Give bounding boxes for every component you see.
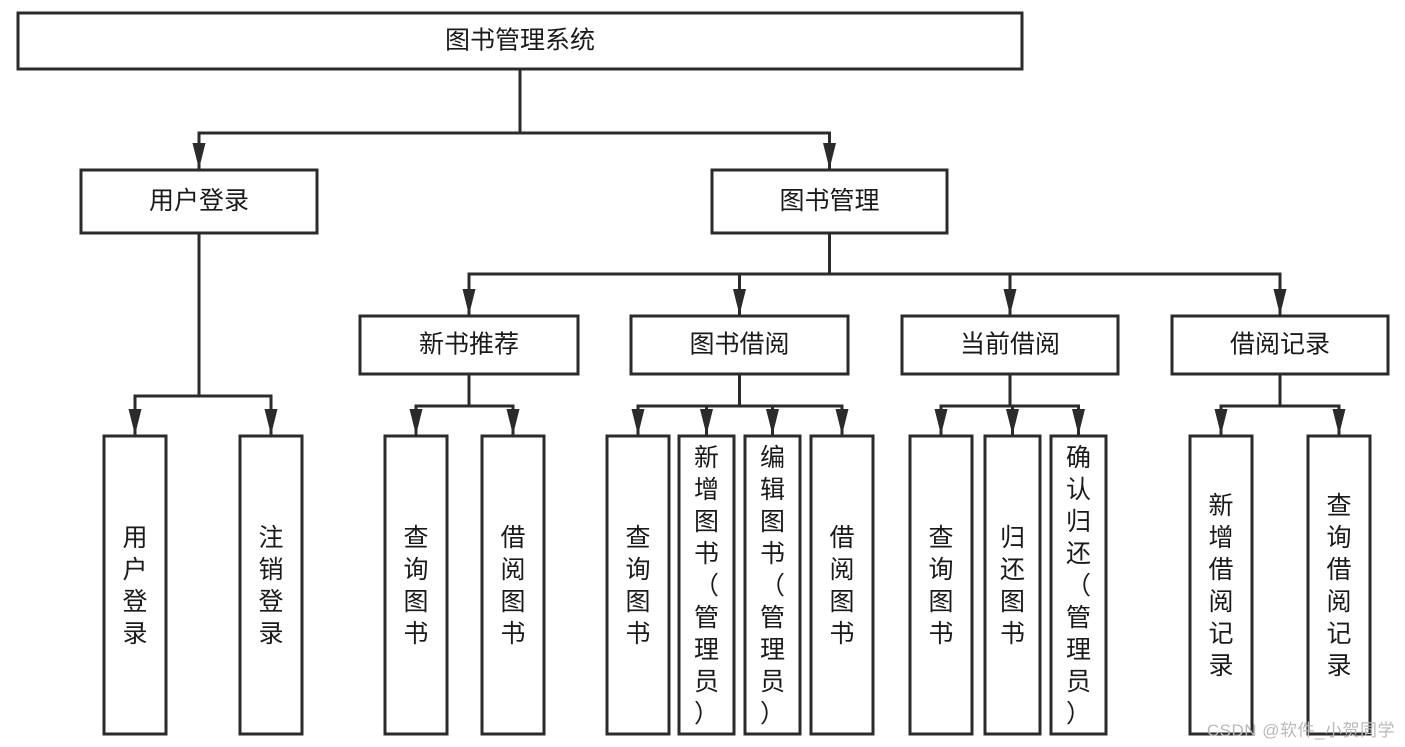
arrow-head-icon xyxy=(462,289,476,315)
arrow-head-icon xyxy=(128,409,142,435)
node-label: 归还图书 xyxy=(1000,524,1025,648)
leaf-node[interactable]: 查询图书 xyxy=(383,434,449,736)
level2-node-box[interactable] xyxy=(79,168,319,235)
arrow-head-icon xyxy=(506,409,520,435)
leaf-node-box[interactable] xyxy=(983,434,1042,736)
leaf-node[interactable]: 借阅图书 xyxy=(480,434,546,736)
arrow-head-icon xyxy=(1332,409,1346,435)
node-label: 新增图书（管理员） xyxy=(694,444,719,728)
connector-layer xyxy=(128,67,1346,436)
leaf-node-box[interactable] xyxy=(1306,434,1372,736)
leaf-node-box[interactable] xyxy=(238,434,304,736)
leaf-node[interactable]: 用户登录 xyxy=(102,434,168,736)
level3-node-box[interactable] xyxy=(900,314,1120,376)
level3-node-box[interactable] xyxy=(1170,314,1390,376)
arrow-head-icon xyxy=(631,409,645,435)
level3-node[interactable]: 当前借阅 xyxy=(900,314,1120,376)
level2-node[interactable]: 图书管理 xyxy=(710,168,949,235)
node-label: 查询图书 xyxy=(928,524,953,648)
level3-node[interactable]: 借阅记录 xyxy=(1170,314,1390,376)
arrow-head-icon xyxy=(1006,409,1019,435)
arrow-head-icon xyxy=(1072,409,1085,435)
arrow-head-icon xyxy=(409,409,423,435)
node-label: 图书管理 xyxy=(779,187,879,215)
leaf-node-box[interactable] xyxy=(809,434,875,736)
arrow-head-icon xyxy=(823,143,836,169)
arrow-head-icon xyxy=(1273,289,1287,315)
node-label: 新书推荐 xyxy=(419,331,519,359)
leaf-node-box[interactable] xyxy=(908,434,974,736)
node-label: 查询图书 xyxy=(403,524,428,648)
level3-node-box[interactable] xyxy=(629,314,850,376)
node-label: 新增借阅记录 xyxy=(1208,492,1233,680)
root-node-box[interactable] xyxy=(16,11,1024,71)
leaf-node[interactable]: 注销登录 xyxy=(238,434,304,736)
arrow-head-icon xyxy=(934,409,948,435)
node-label: 确认归还（管理员） xyxy=(1066,444,1091,728)
leaf-node-box[interactable] xyxy=(1049,434,1108,736)
leaf-node-box[interactable] xyxy=(383,434,449,736)
node-label: 当前借阅 xyxy=(960,331,1060,359)
node-label: 用户登录 xyxy=(149,187,249,215)
level3-node[interactable]: 新书推荐 xyxy=(358,314,580,376)
arrow-head-icon xyxy=(1003,289,1017,315)
leaf-node[interactable]: 新增图书（管理员） xyxy=(677,434,736,736)
leaf-node-box[interactable] xyxy=(605,434,671,736)
node-label: 图书借阅 xyxy=(689,331,789,359)
leaf-node-box[interactable] xyxy=(1188,434,1254,736)
node-label: 借阅图书 xyxy=(829,524,854,648)
leaf-node[interactable]: 查询图书 xyxy=(605,434,671,736)
leaf-node[interactable]: 确认归还（管理员） xyxy=(1049,434,1108,736)
arrow-head-icon xyxy=(700,409,713,435)
leaf-node[interactable]: 归还图书 xyxy=(983,434,1042,736)
level2-node-box[interactable] xyxy=(710,168,949,235)
root-node[interactable]: 图书管理系统 xyxy=(16,11,1024,71)
arrow-head-icon xyxy=(264,409,278,435)
leaf-node[interactable]: 编辑图书（管理员） xyxy=(743,434,802,736)
node-label: 查询借阅记录 xyxy=(1326,492,1351,680)
node-label: 用户登录 xyxy=(122,524,147,648)
leaf-node[interactable]: 借阅图书 xyxy=(809,434,875,736)
arrow-head-icon xyxy=(192,143,206,169)
node-label: 注销登录 xyxy=(258,524,283,648)
leaf-node[interactable]: 查询图书 xyxy=(908,434,974,736)
level3-node-box[interactable] xyxy=(358,314,580,376)
arrow-head-icon xyxy=(733,289,746,315)
node-label: 图书管理系统 xyxy=(445,27,595,55)
arrow-head-icon xyxy=(766,409,779,435)
leaf-node[interactable]: 查询借阅记录 xyxy=(1306,434,1372,736)
leaf-node-box[interactable] xyxy=(677,434,736,736)
node-label: 借阅记录 xyxy=(1230,331,1330,359)
arrow-head-icon xyxy=(1214,409,1228,435)
leaf-node[interactable]: 新增借阅记录 xyxy=(1188,434,1254,736)
node-label: 借阅图书 xyxy=(500,524,525,648)
level3-node[interactable]: 图书借阅 xyxy=(629,314,850,376)
node-label: 编辑图书（管理员） xyxy=(760,444,785,728)
leaf-node-box[interactable] xyxy=(480,434,546,736)
level2-node[interactable]: 用户登录 xyxy=(79,168,319,235)
node-layer: 图书管理系统用户登录图书管理新书推荐图书借阅当前借阅借阅记录用户登录注销登录查询… xyxy=(16,11,1390,736)
arrow-head-icon xyxy=(835,409,849,435)
node-label: 查询图书 xyxy=(625,524,650,648)
leaf-node-box[interactable] xyxy=(743,434,802,736)
leaf-node-box[interactable] xyxy=(102,434,168,736)
